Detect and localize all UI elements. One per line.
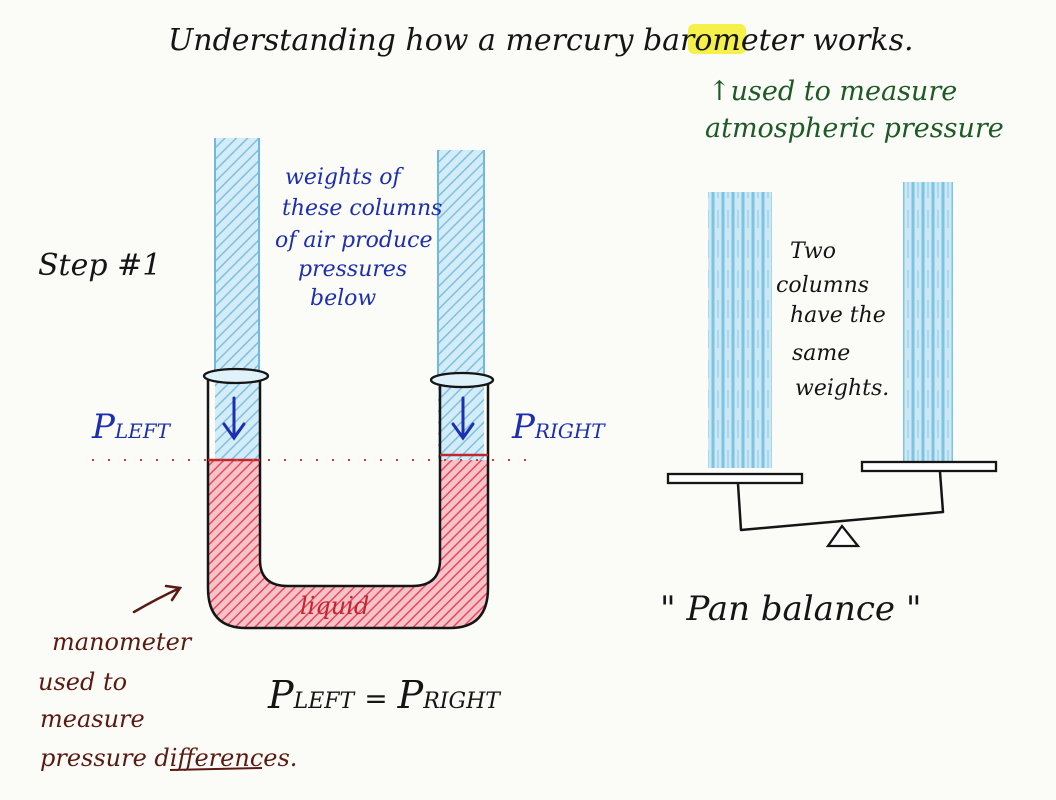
left-air-column (215, 138, 259, 460)
title-highlight (688, 24, 746, 54)
right-pan (860, 460, 998, 473)
manometer-pointer-arrow (132, 584, 183, 614)
equation-equals: = (364, 682, 387, 715)
right-down-arrow (451, 396, 475, 441)
liquid-label: liquid (300, 592, 369, 620)
pan-balance (666, 182, 998, 548)
equation-right-sub: RIGHT (422, 689, 502, 714)
two-columns-note: Two columns have the same weights. (776, 239, 889, 401)
manometer-note-line-2: used to (38, 668, 127, 696)
left-down-arrow (222, 396, 246, 441)
equation-left: P (267, 673, 295, 717)
step-label: Step #1 (38, 248, 161, 283)
two-columns-line-5: weights. (795, 376, 889, 401)
manometer-note-line-3: measure (40, 705, 145, 733)
left-tube-opening (202, 367, 270, 385)
weights-note: weights of these columns of air produce … (275, 165, 442, 311)
balance-left-column (708, 192, 772, 468)
equation-left-sub: LEFT (293, 689, 357, 714)
equation-right: P (397, 673, 425, 717)
weights-note-line-5: below (310, 286, 376, 311)
barometer-note: ↑used to measure atmospheric pressure (705, 76, 1004, 144)
manometer-note: manometer used to measure pressure diffe… (38, 628, 297, 772)
right-tube-opening (429, 371, 495, 389)
weights-note-line-4: pressures (298, 257, 407, 282)
title-highlight-text: bar (643, 23, 696, 58)
pressure-equation: PLEFT=PRIGHT (267, 673, 502, 717)
left-pan (666, 472, 804, 485)
balance-beam (736, 471, 945, 532)
pan-balance-label: " Pan balance " (660, 589, 921, 629)
u-tube-outline (206, 374, 490, 630)
p-right-label: PRIGHT (511, 407, 606, 447)
balance-right-column (903, 182, 953, 464)
page-title: Understanding how a mercury barometer wo… (168, 23, 914, 58)
weights-note-line-1: weights of (285, 165, 405, 190)
two-columns-line-3: have the (790, 303, 886, 328)
p-left-label: PLEFT (91, 407, 172, 447)
weights-note-line-3: of air produce (275, 228, 432, 253)
barometer-note-line-2: atmospheric pressure (705, 113, 1004, 144)
weights-note-line-2: these columns (282, 196, 442, 221)
manometer (92, 138, 540, 630)
two-columns-line-4: same (792, 341, 850, 366)
two-columns-line-2: columns (776, 273, 869, 298)
right-air-column (438, 150, 484, 460)
balance-fulcrum (825, 524, 861, 548)
title-text-after: ometer works. (694, 23, 913, 58)
barometer-note-line-1: ↑used to measure (708, 76, 957, 107)
title-text-before: Understanding how a mercury (168, 23, 643, 58)
differences-underline (169, 767, 263, 771)
two-columns-line-1: Two (790, 239, 836, 264)
manometer-note-line-1: manometer (52, 628, 193, 656)
